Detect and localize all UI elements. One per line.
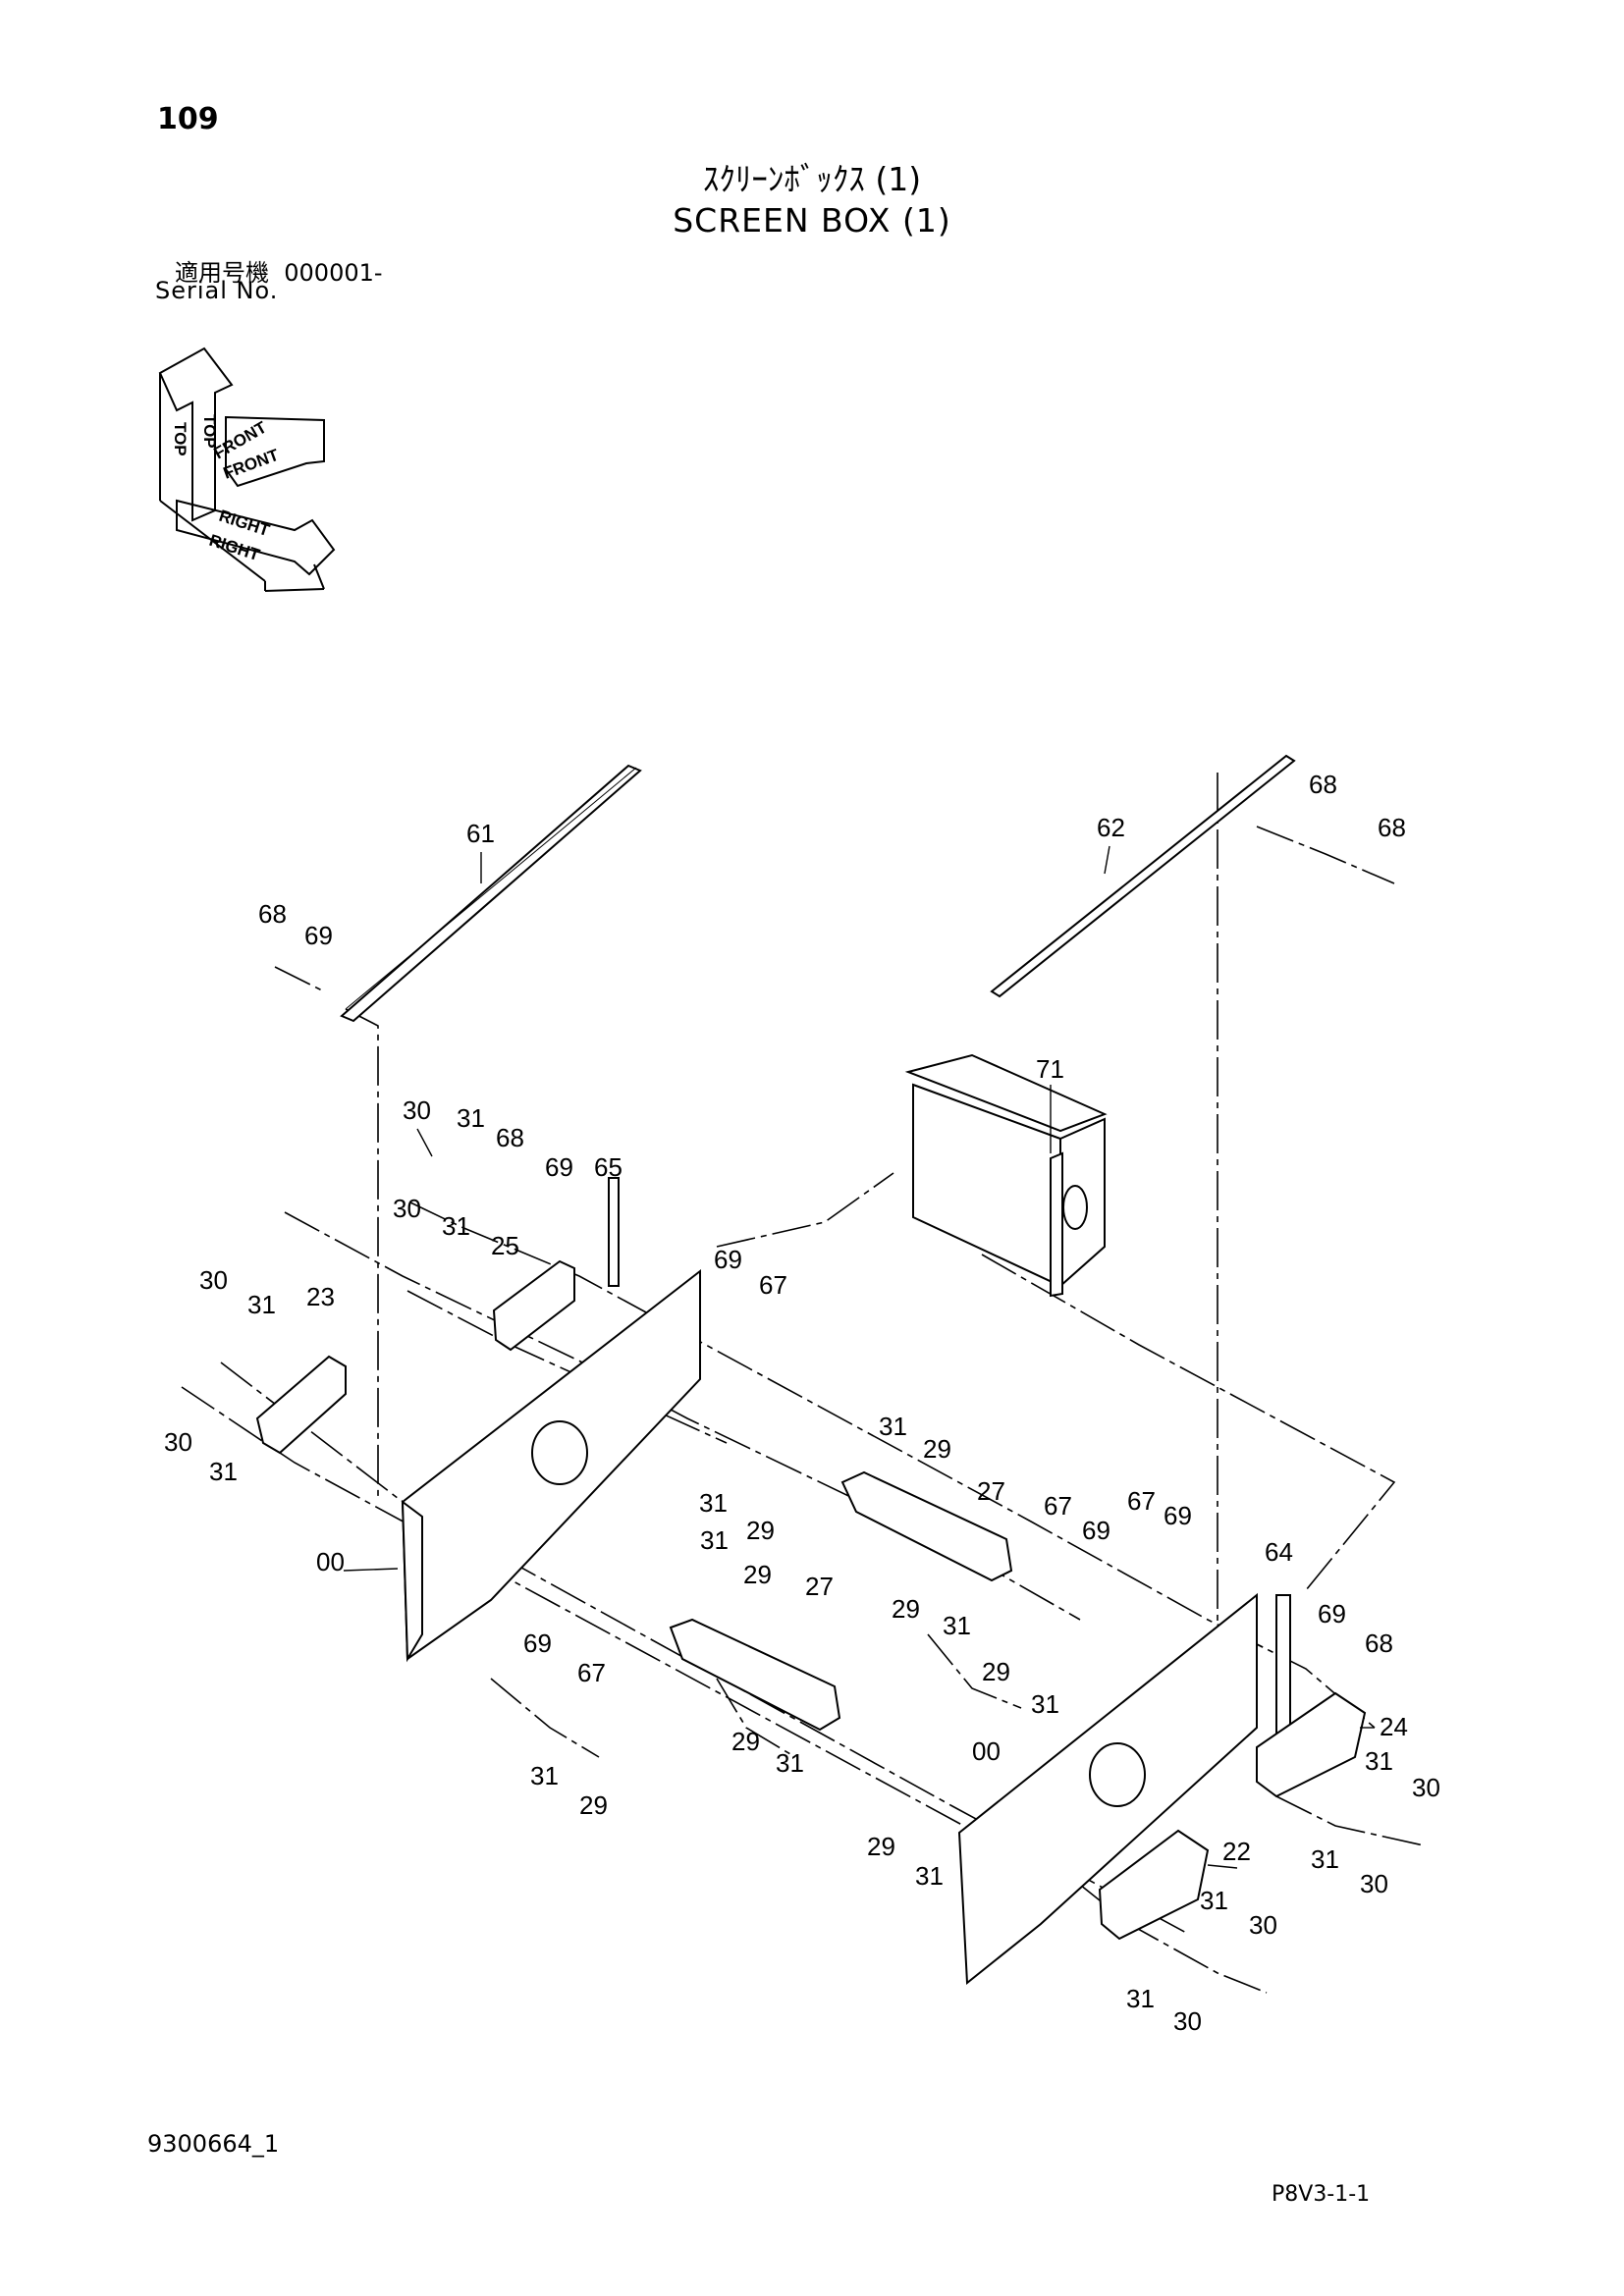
- callout-31-e: 31: [879, 1412, 907, 1441]
- callout-30-e: 30: [1412, 1773, 1440, 1802]
- callout-31-p: 31: [1126, 1984, 1155, 2013]
- callout-30-g: 30: [1249, 1910, 1277, 1940]
- callout-labels: 61 62 68 68 68 69 71 30 31 68 69 65 30 3…: [164, 770, 1440, 2036]
- callout-31-n: 31: [1200, 1886, 1228, 1915]
- leader-lines: [343, 845, 1375, 1869]
- document-number: 9300664_1: [147, 2130, 280, 2158]
- callout-31-i: 31: [1031, 1689, 1059, 1719]
- callout-24: 24: [1380, 1712, 1408, 1741]
- part-25-bracket: [492, 1259, 575, 1352]
- callout-29-h: 29: [867, 1832, 895, 1861]
- callout-31-o: 31: [915, 1861, 944, 1891]
- serial-value: 000001-: [284, 259, 383, 287]
- callout-69-e: 69: [523, 1629, 552, 1658]
- serial-label-jp: 適用号機: [175, 259, 269, 287]
- part-00-side-plate-left: [401, 1268, 701, 1663]
- callout-30-b: 30: [393, 1194, 421, 1223]
- part-23-bracket: [255, 1355, 347, 1455]
- part-22-bracket: [1098, 1829, 1210, 1941]
- callout-68-left: 68: [258, 899, 287, 929]
- callout-69-top: 68: [1309, 770, 1337, 799]
- callout-68-b: 68: [1365, 1629, 1393, 1658]
- callout-31-h: 31: [700, 1525, 729, 1555]
- callout-31-c: 31: [247, 1290, 276, 1319]
- callout-62: 62: [1097, 813, 1125, 842]
- page-number: 109: [157, 102, 219, 136]
- callout-69-left: 69: [304, 921, 333, 950]
- callout-69-f: 69: [1318, 1599, 1346, 1629]
- part-64-post: [1275, 1594, 1291, 1743]
- callout-67-a: 67: [759, 1270, 787, 1300]
- callout-31-a: 31: [457, 1103, 485, 1133]
- callout-30-f: 30: [1360, 1869, 1388, 1898]
- callout-65: 65: [594, 1152, 623, 1182]
- callout-68-a: 68: [496, 1123, 524, 1152]
- callout-31-b: 31: [442, 1211, 470, 1241]
- callout-67-b: 67: [1044, 1491, 1072, 1521]
- part-62-rail: [990, 754, 1296, 998]
- title-japanese: ｽｸﾘｰﾝﾎﾞｯｸｽ (1): [702, 160, 922, 198]
- callout-29-c: 29: [892, 1594, 920, 1624]
- callout-68-top: 68: [1378, 813, 1406, 842]
- serial-label-japanese: 適用号機 000001-: [175, 253, 383, 288]
- callout-67-d: 67: [577, 1658, 606, 1687]
- part-61-rail: [340, 764, 642, 1023]
- part-27-stay-upper: [840, 1470, 1013, 1582]
- callout-31-m: 31: [530, 1761, 559, 1790]
- part-71-cover: [904, 1053, 1108, 1298]
- callout-29-d: 29: [743, 1560, 772, 1589]
- callout-29-g: 29: [579, 1790, 608, 1820]
- orientation-top-label: TOP: [171, 422, 189, 456]
- callout-69-d: 69: [1164, 1501, 1192, 1530]
- callout-29-e: 29: [982, 1657, 1010, 1686]
- callout-67-c: 67: [1127, 1486, 1156, 1516]
- part-00-side-plate-right: [957, 1592, 1258, 1985]
- orientation-arrows-icon: [158, 347, 336, 592]
- callout-31-d: 31: [209, 1457, 238, 1486]
- callout-30-a: 30: [403, 1095, 431, 1125]
- callout-64: 64: [1265, 1537, 1293, 1567]
- callout-31-k: 31: [1311, 1844, 1339, 1874]
- callout-29-f: 29: [731, 1727, 760, 1756]
- callout-29-a: 29: [923, 1434, 951, 1464]
- serial-label-english: Serial No.: [155, 277, 279, 304]
- callout-00-b: 00: [972, 1736, 1001, 1766]
- sheet-code: P8V3-1-1: [1272, 2182, 1371, 2207]
- callout-00-a: 00: [316, 1547, 345, 1576]
- callout-69-b: 69: [714, 1245, 742, 1274]
- callout-71: 71: [1036, 1054, 1064, 1084]
- callout-30-d: 30: [164, 1427, 192, 1457]
- page-title: SCREEN BOX (1): [673, 201, 951, 240]
- callout-29-b: 29: [746, 1516, 775, 1545]
- callout-31-f: 31: [699, 1488, 728, 1518]
- callout-22: 22: [1222, 1837, 1251, 1866]
- part-24-bracket: [1256, 1691, 1367, 1798]
- callout-25: 25: [491, 1231, 519, 1260]
- callout-27-a: 27: [977, 1476, 1005, 1506]
- callout-61: 61: [466, 819, 495, 848]
- callout-30-c: 30: [199, 1265, 228, 1295]
- orientation-top-label-2: TOP: [200, 414, 219, 449]
- callout-69-a: 69: [545, 1152, 573, 1182]
- callout-31-j: 31: [1365, 1746, 1393, 1776]
- callout-31-l: 31: [776, 1748, 804, 1778]
- callout-69-c: 69: [1082, 1516, 1110, 1545]
- callout-23: 23: [306, 1282, 335, 1311]
- part-27-stay-lower: [669, 1618, 841, 1732]
- assembly-chain-lines: [181, 773, 1425, 1994]
- part-65-post: [608, 1177, 620, 1287]
- callout-27-b: 27: [805, 1572, 834, 1601]
- callout-30-h: 30: [1173, 2006, 1202, 2036]
- callout-31-g: 31: [943, 1611, 971, 1640]
